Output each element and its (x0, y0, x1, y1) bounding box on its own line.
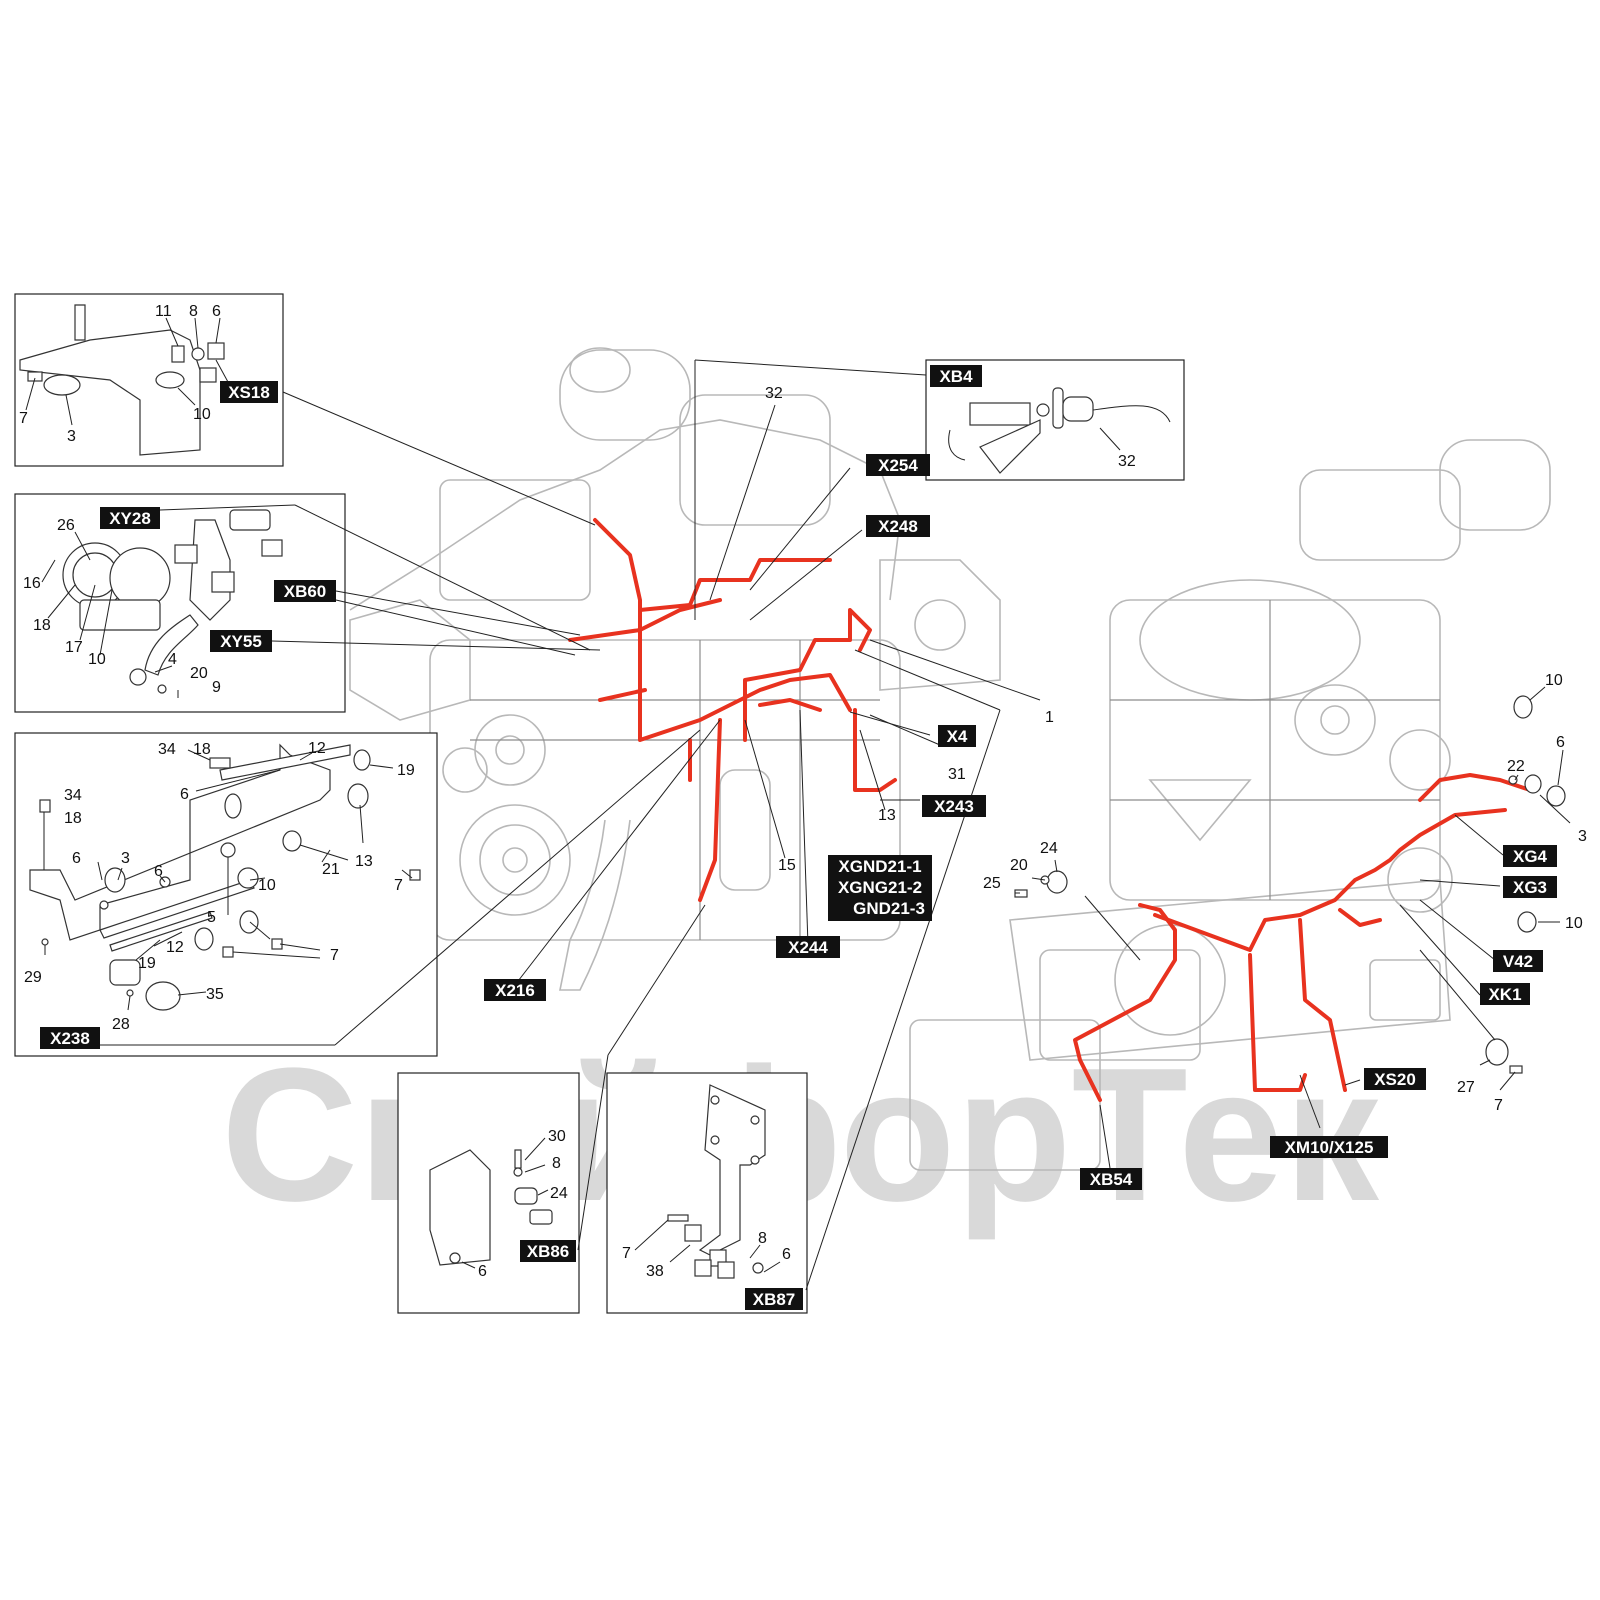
callout-7: 7 (1494, 1097, 1503, 1114)
callout-29: 29 (24, 969, 42, 986)
callout-3: 3 (67, 428, 76, 445)
detail-panel-xb4: 32 XB4 (925, 359, 1185, 481)
detail-panel-xb87: 7 38 8 6 XB87 (606, 1072, 808, 1314)
callout-6: 6 (478, 1263, 487, 1280)
tag-xy55: XY55 (220, 632, 262, 651)
callout-38: 38 (646, 1263, 664, 1280)
callout-13: 13 (355, 853, 373, 870)
callout-6: 6 (1556, 734, 1565, 751)
callout-4: 4 (168, 651, 177, 668)
callout-3: 3 (1578, 828, 1587, 845)
tag-x254: X254 (878, 456, 918, 475)
tag-gnd21-3: GND21-3 (853, 899, 925, 918)
right-tags: 10 6 22 3 10 24 20 25 27 7 XG4 XG3 V42 X… (983, 672, 1587, 1190)
tag-xy28: XY28 (109, 509, 151, 528)
callout-35: 35 (206, 986, 224, 1003)
callout-22: 22 (1507, 758, 1525, 775)
callout-16: 16 (23, 575, 41, 592)
callout-6: 6 (782, 1246, 791, 1263)
callout-8: 8 (189, 303, 198, 320)
callout-7: 7 (19, 410, 28, 427)
callout-1: 1 (1045, 709, 1054, 726)
leader-lines (100, 359, 1041, 1291)
detail-panel-xs18: 7 3 11 8 6 10 XS18 (14, 293, 284, 467)
callout-24: 24 (550, 1185, 568, 1202)
callout-30: 30 (548, 1128, 566, 1145)
detail-panel-xy28: 26 16 18 17 10 4 20 9 XY28 XB60 XY55 (14, 493, 346, 713)
callout-10: 10 (88, 651, 106, 668)
tag-xb86: XB86 (527, 1242, 570, 1261)
callout-6: 6 (212, 303, 221, 320)
callout-8: 8 (758, 1230, 767, 1247)
detail-panel-xb86: 30 8 24 6 XB86 (397, 1072, 580, 1314)
callout-10: 10 (1565, 915, 1583, 932)
tag-xb54: XB54 (1090, 1170, 1133, 1189)
tag-xs18: XS18 (228, 383, 270, 402)
callout-7: 7 (622, 1245, 631, 1262)
callout-17: 17 (65, 639, 83, 656)
callout-6: 6 (180, 786, 189, 803)
tag-xgng21-2: XGNG21-2 (838, 878, 922, 897)
right-parts-callouts (1014, 686, 1571, 1169)
tag-x216: X216 (495, 981, 535, 1000)
callout-18: 18 (193, 741, 211, 758)
callout-3: 3 (121, 850, 130, 867)
tag-xs20: XS20 (1374, 1070, 1416, 1089)
callout-15: 15 (778, 857, 796, 874)
tag-xm10-x125: XM10/X125 (1285, 1138, 1374, 1157)
tag-xb4: XB4 (939, 367, 973, 386)
tag-xk1: XK1 (1488, 985, 1521, 1004)
callout-26: 26 (57, 517, 75, 534)
tag-xb87: XB87 (753, 1290, 796, 1309)
callout-31: 31 (948, 766, 966, 783)
tag-xb60: XB60 (284, 582, 327, 601)
callout-18: 18 (64, 810, 82, 827)
detail-panel-x238: 34 18 12 19 6 34 18 6 3 21 13 7 10 6 5 7… (14, 732, 438, 1057)
callout-32: 32 (1118, 453, 1136, 470)
tag-x4: X4 (947, 727, 968, 746)
callout-20: 20 (190, 665, 208, 682)
main-engine-harness (568, 518, 897, 902)
callout-10: 10 (258, 877, 276, 894)
callout-25: 25 (983, 875, 1001, 892)
callout-18: 18 (33, 617, 51, 634)
callout-5: 5 (207, 909, 216, 926)
callout-9: 9 (212, 679, 221, 696)
callout-27: 27 (1457, 1079, 1475, 1096)
tag-x238: X238 (50, 1029, 90, 1048)
callout-28: 28 (112, 1016, 130, 1033)
tag-x243: X243 (934, 797, 974, 816)
callout-32: 32 (765, 385, 783, 402)
callout-8: 8 (552, 1155, 561, 1172)
tag-x244: X244 (788, 938, 828, 957)
callout-24: 24 (1040, 840, 1058, 857)
callout-20: 20 (1010, 857, 1028, 874)
callout-12: 12 (308, 740, 326, 757)
tag-x248: X248 (878, 517, 918, 536)
center-tags: X254 X248 X4 X243 XGND21-1 XGNG21-2 GND2… (484, 454, 986, 1001)
tag-xg4: XG4 (1513, 847, 1548, 866)
callout-11: 11 (155, 303, 172, 320)
callout-7: 7 (330, 947, 339, 964)
callout-13: 13 (878, 807, 896, 824)
right-powertrain-drawing (909, 439, 1551, 1171)
callout-6: 6 (154, 863, 163, 880)
callout-34: 34 (158, 741, 176, 758)
callout-12: 12 (166, 939, 184, 956)
callout-6: 6 (72, 850, 81, 867)
tag-xgnd21-1: XGND21-1 (838, 857, 921, 876)
tag-xg3: XG3 (1513, 878, 1547, 897)
callout-10: 10 (193, 406, 211, 423)
tag-v42: V42 (1503, 952, 1533, 971)
callout-19: 19 (397, 762, 415, 779)
callout-7: 7 (394, 877, 403, 894)
callout-10: 10 (1545, 672, 1563, 689)
callout-34: 34 (64, 787, 82, 804)
callout-21: 21 (322, 861, 340, 878)
callout-19: 19 (138, 955, 156, 972)
